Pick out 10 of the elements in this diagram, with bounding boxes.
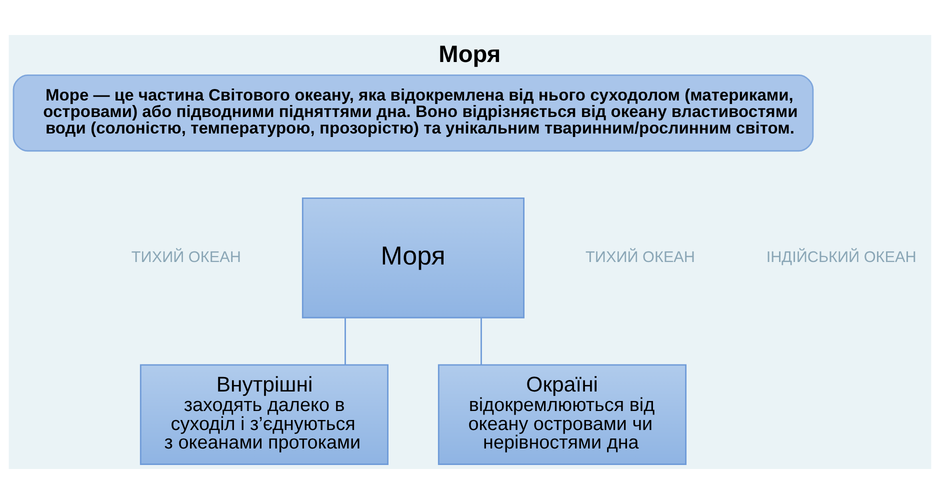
node-box: Море — це частина Світового океану, яка відокремлена від нього суходолом (материками, островами) або підводними підняттями дна. Воно відрізняється від океану властивостями води (солоністю, температурою, прозорістю) та унікальним тваринним/рослинним світом. [12, 74, 814, 152]
node-box: Окраїні відокремлюються від океану островами чи нерівностями дна [438, 364, 687, 465]
label: ІНДІЙСЬКИЙ ОКЕАН [766, 248, 916, 266]
connector [344, 318, 346, 365]
node-box: Внутрішні заходять далеко в суходіл і з’єднуються з океанами протоками [140, 364, 389, 465]
label: ТИХИЙ ОКЕАН [586, 248, 696, 266]
node-box: Моря [302, 197, 525, 318]
label: ТИХИЙ ОКЕАН [131, 248, 241, 266]
connector [480, 318, 482, 365]
diagram-title: Моря [438, 42, 501, 68]
